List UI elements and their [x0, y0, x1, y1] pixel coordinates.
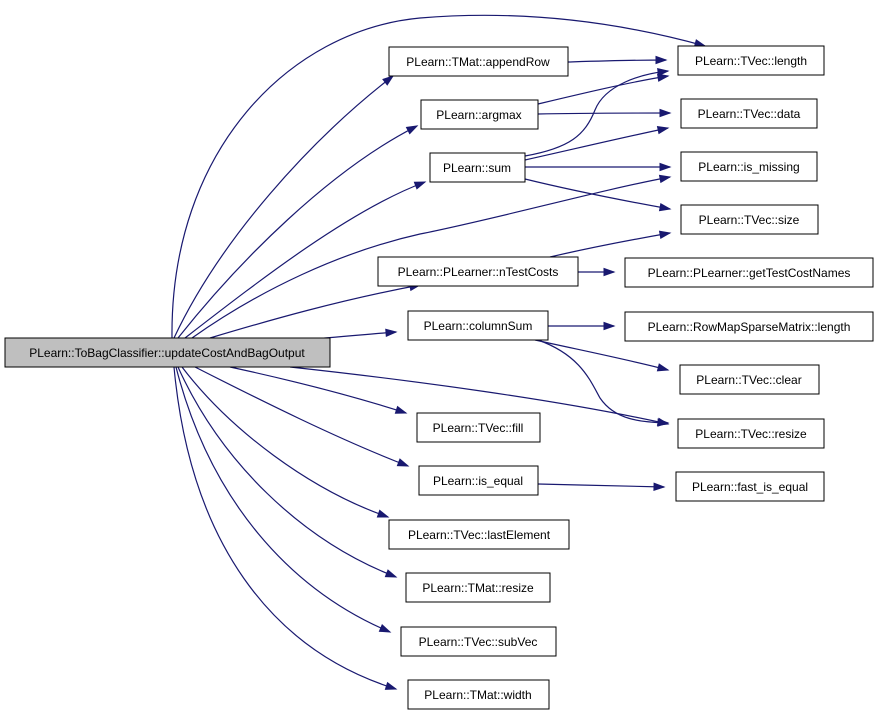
node-rowmapsparsematrix-length[interactable]: PLearn::RowMapSparseMatrix::length — [624, 311, 874, 342]
edge-sum-to-data-arrowhead — [656, 126, 670, 135]
node-label: PLearn::columnSum — [424, 319, 533, 333]
node-tvec-fill[interactable]: PLearn::TVec::fill — [416, 412, 541, 443]
edge-root-to-width-arrowhead — [384, 681, 398, 690]
edge-root-to-fill-arrowhead — [394, 405, 408, 414]
node-tvec-size[interactable]: PLearn::TVec::size — [680, 204, 819, 235]
node-label: PLearn::fast_is_equal — [692, 480, 808, 494]
edge-columnsum-to-clear-arrowhead — [656, 363, 670, 372]
edge-root-to-length — [171, 14, 706, 339]
edge-root-to-ntestcosts — [209, 284, 421, 339]
node-label: PLearn::TVec::subVec — [419, 635, 538, 649]
edge-ntestcosts-to-size-arrowhead — [658, 230, 672, 239]
edge-appendrow-to-length — [567, 59, 667, 63]
edge-sum-to-size — [524, 178, 671, 210]
node-label: PLearn::TVec::clear — [696, 373, 801, 387]
edge-root-to-is-equal — [194, 366, 409, 467]
node-columnsum[interactable]: PLearn::columnSum — [407, 310, 549, 341]
node-label: PLearn::is_equal — [433, 474, 523, 488]
node-label: PLearn::sum — [443, 161, 511, 175]
node-tmat-appendrow[interactable]: PLearn::TMat::appendRow — [388, 46, 569, 77]
edge-argmax-to-length — [537, 75, 669, 105]
node-ntestcosts[interactable]: PLearn::PLearner::nTestCosts — [377, 256, 579, 287]
node-label: PLearn::PLearner::getTestCostNames — [648, 266, 851, 280]
node-label: PLearn::is_missing — [698, 160, 799, 174]
edge-root-to-argmax — [177, 125, 418, 339]
edge-columnsum-to-clear — [534, 339, 669, 371]
edge-columnsum-to-rowmap-length-arrowhead — [603, 321, 616, 331]
edge-argmax-to-data-arrowhead — [659, 108, 672, 118]
node-label: PLearn::TVec::lastElement — [408, 528, 551, 542]
node-argmax[interactable]: PLearn::argmax — [420, 99, 539, 130]
edge-argmax-to-data — [537, 112, 671, 115]
edge-isequal-to-fastisequal — [537, 483, 665, 488]
node-is-equal[interactable]: PLearn::is_equal — [418, 465, 539, 496]
edge-sum-to-length-arrowhead — [657, 68, 670, 77]
edge-root-to-appendrow-arrowhead — [382, 75, 395, 86]
node-label: PLearn::ToBagClassifier::updateCostAndBa… — [29, 346, 305, 360]
edge-ntestcosts-to-size — [549, 232, 671, 258]
node-tvec-clear[interactable]: PLearn::TVec::clear — [679, 364, 820, 395]
edge-appendrow-to-length-arrowhead — [655, 55, 668, 65]
edge-root-to-subvec-arrowhead — [378, 624, 392, 633]
edge-root-to-lastelement-arrowhead — [376, 509, 390, 518]
node-label: PLearn::TMat::resize — [422, 581, 534, 595]
edge-sum-to-length — [524, 70, 669, 157]
node-label: PLearn::TVec::fill — [433, 421, 524, 435]
edge-root-to-sum — [184, 181, 426, 339]
edge-isequal-to-fastisequal-arrowhead — [653, 482, 666, 491]
edge-root-to-is-equal-arrowhead — [396, 458, 410, 467]
node-tmat-width[interactable]: PLearn::TMat::width — [407, 679, 550, 710]
node-gettestcostnames[interactable]: PLearn::PLearner::getTestCostNames — [624, 257, 874, 288]
edge-sum-to-data — [524, 127, 669, 161]
edge-sum-to-is-missing-arrowhead — [659, 162, 672, 172]
node-fast-is-equal[interactable]: PLearn::fast_is_equal — [675, 471, 825, 502]
node-tvec-length[interactable]: PLearn::TVec::length — [677, 45, 825, 76]
edge-root-to-tvec-resize — [289, 366, 669, 425]
edge-root-to-argmax-arrowhead — [405, 125, 419, 135]
edge-root-to-columnsum-arrowhead — [385, 328, 398, 338]
edge-sum-to-size-arrowhead — [658, 202, 672, 212]
edge-root-to-lastelement — [181, 366, 389, 518]
node-updatecostandbagoutput[interactable]: PLearn::ToBagClassifier::updateCostAndBa… — [4, 337, 331, 368]
node-label: PLearn::TVec::resize — [695, 427, 807, 441]
edge-root-to-is-missing — [191, 176, 671, 339]
edge-root-to-width — [173, 366, 397, 690]
edge-ntestcosts-to-gettestcostnames-arrowhead — [603, 267, 616, 277]
node-label: PLearn::TMat::appendRow — [406, 55, 550, 69]
edge-root-to-subvec — [175, 366, 391, 633]
edge-root-to-tmat-resize — [177, 366, 397, 578]
edge-root-to-is-missing-arrowhead — [658, 174, 672, 184]
node-label: PLearn::TVec::data — [698, 107, 801, 121]
node-tvec-lastelement[interactable]: PLearn::TVec::lastElement — [388, 519, 570, 550]
edge-root-to-appendrow — [173, 75, 394, 339]
node-sum[interactable]: PLearn::sum — [429, 152, 526, 183]
node-is-missing[interactable]: PLearn::is_missing — [680, 151, 818, 182]
node-tmat-resize[interactable]: PLearn::TMat::resize — [405, 572, 551, 603]
node-label: PLearn::TMat::width — [424, 688, 531, 702]
edge-columnsum-to-tvec-resize-arrowhead — [657, 418, 670, 427]
node-tvec-subvec[interactable]: PLearn::TVec::subVec — [400, 626, 557, 657]
node-tvec-resize[interactable]: PLearn::TVec::resize — [677, 418, 825, 449]
node-label: PLearn::PLearner::nTestCosts — [398, 265, 559, 279]
edge-root-to-fill — [229, 366, 407, 414]
edge-root-to-sum-arrowhead — [413, 181, 427, 190]
node-label: PLearn::argmax — [436, 108, 521, 122]
edge-argmax-to-length-arrowhead — [656, 73, 670, 82]
edge-root-to-tmat-resize-arrowhead — [384, 569, 398, 578]
node-label: PLearn::RowMapSparseMatrix::length — [648, 320, 851, 334]
edge-columnsum-to-tvec-resize — [537, 339, 669, 424]
node-tvec-data[interactable]: PLearn::TVec::data — [680, 98, 818, 129]
node-label: PLearn::TVec::size — [699, 213, 800, 227]
node-label: PLearn::TVec::length — [695, 54, 807, 68]
nodes: PLearn::ToBagClassifier::updateCostAndBa… — [4, 45, 874, 710]
